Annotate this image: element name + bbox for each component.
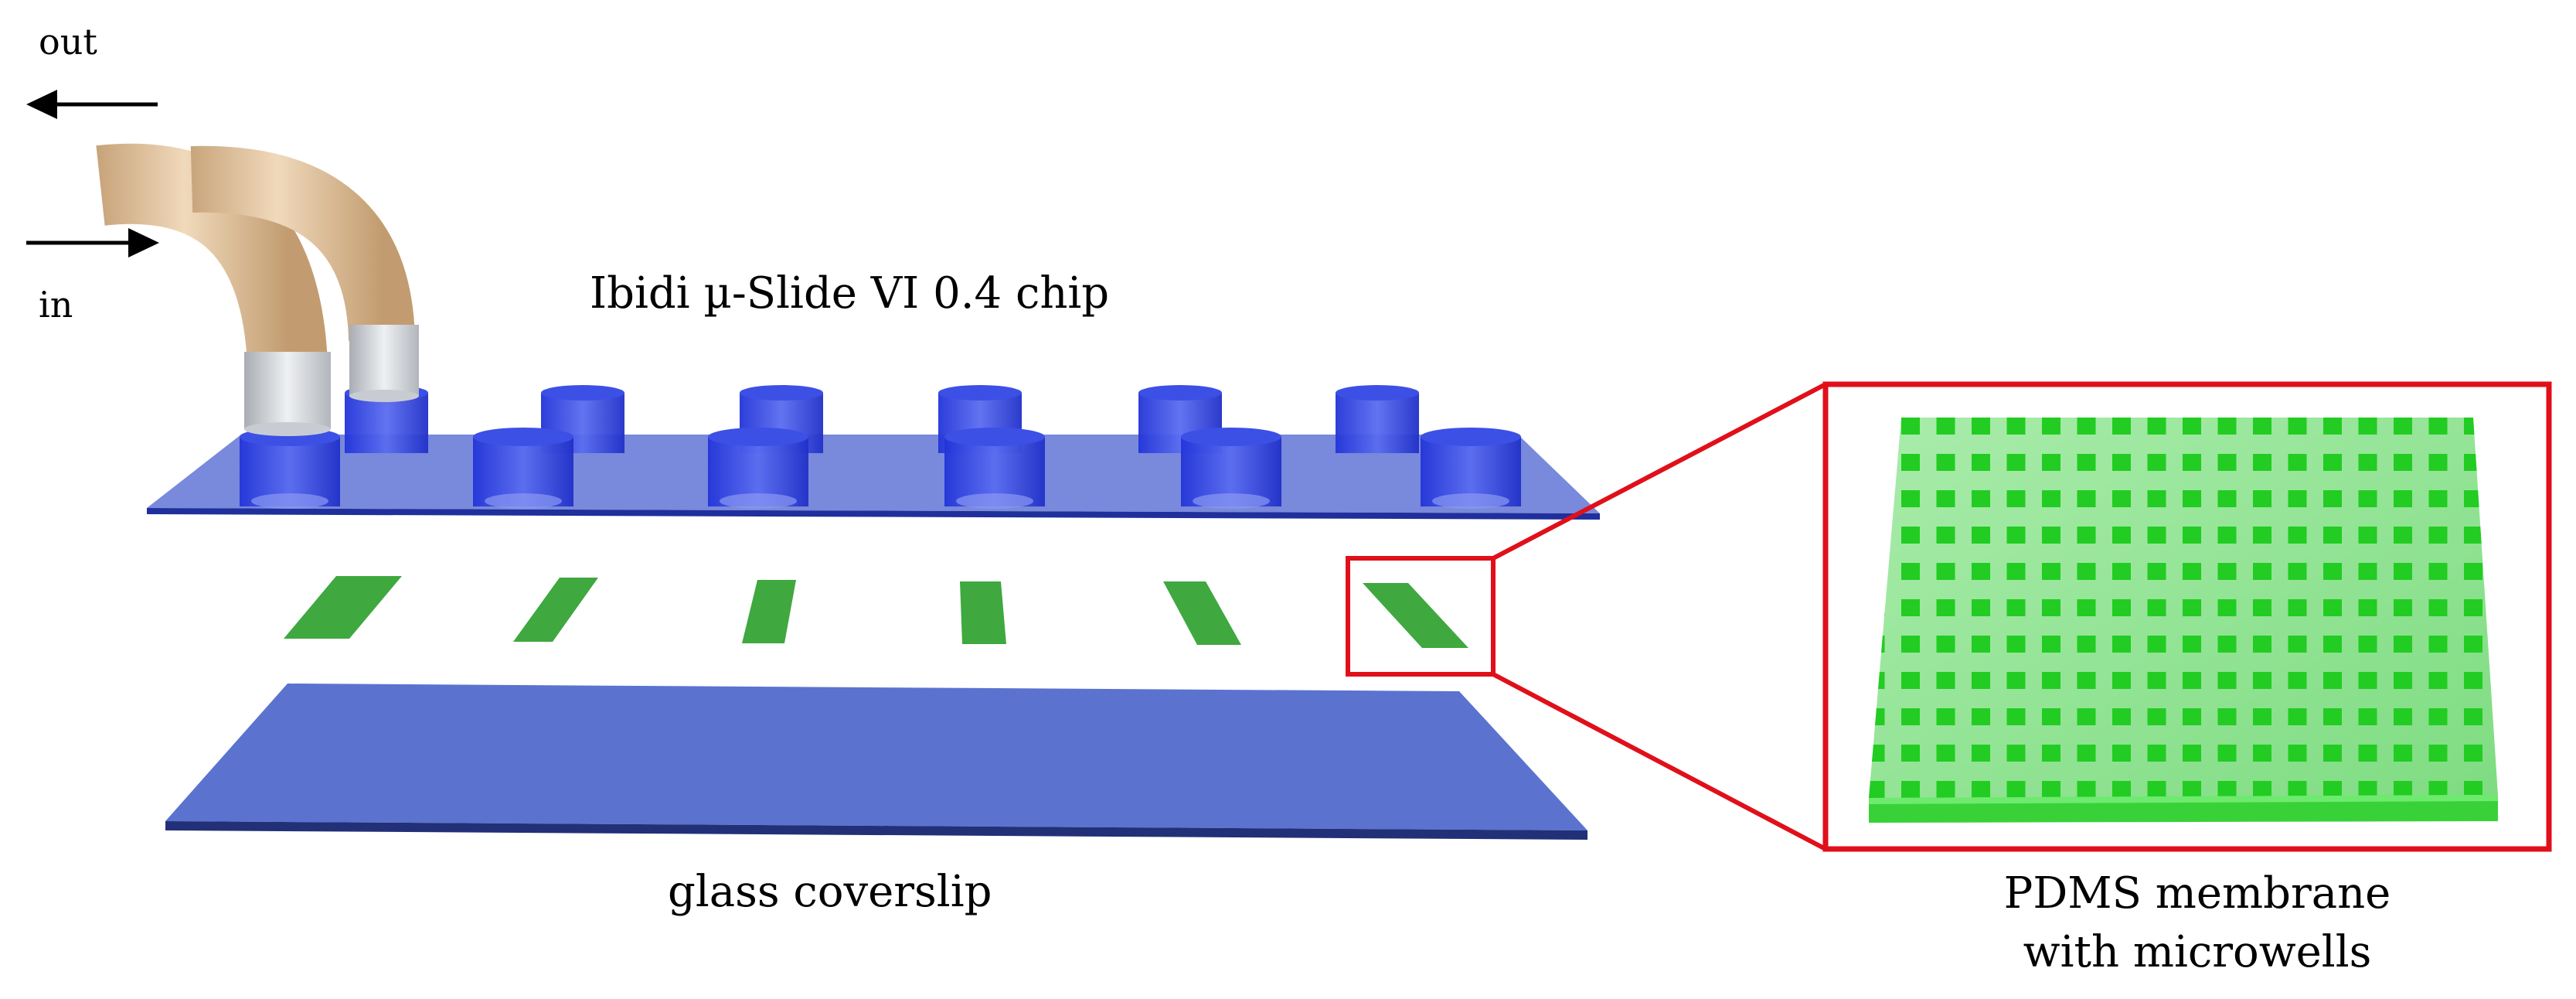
chip-well	[944, 428, 1045, 509]
chip-well	[240, 428, 340, 509]
glass-coverslip	[165, 684, 1587, 840]
membrane-label-line2: with microwells	[2023, 927, 2372, 977]
chip-well	[1421, 428, 1521, 509]
tubing-connector	[349, 325, 419, 402]
pdms-membrane-detail	[1869, 418, 2498, 823]
coverslip-label: glass coverslip	[668, 867, 992, 917]
membrane-strip	[1163, 581, 1241, 645]
chip-label: Ibidi µ-Slide VI 0.4 chip	[590, 268, 1109, 319]
arrow-left-icon	[26, 90, 158, 119]
membrane-strip	[284, 576, 402, 639]
membrane-strips	[284, 576, 1468, 648]
chip-well	[1336, 385, 1419, 453]
tubing-connector	[244, 352, 331, 436]
zoom-line-top	[1492, 382, 1827, 561]
tubing-in	[190, 145, 415, 342]
chip-well	[1181, 428, 1281, 509]
highlight-box	[1346, 556, 1496, 677]
label-in: in	[39, 284, 73, 326]
zoom-line-bottom	[1492, 672, 1827, 851]
membrane-label-line1: PDMS membrane	[2004, 868, 2391, 919]
membrane-strip	[1363, 583, 1468, 648]
membrane-strip	[513, 578, 598, 642]
label-out: out	[39, 21, 97, 63]
chip-well	[473, 428, 573, 509]
membrane-strip	[742, 580, 796, 643]
chip-well	[541, 385, 624, 453]
arrow-right-icon	[26, 228, 159, 257]
tubing-out	[96, 143, 328, 367]
chip-well	[708, 428, 808, 509]
ibidi-chip	[147, 385, 1600, 520]
membrane-strip	[960, 581, 1006, 644]
